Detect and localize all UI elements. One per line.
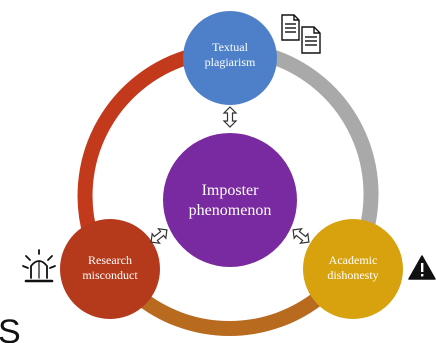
node-textual-plagiarism: Textual plagiarism [183,11,277,105]
node-imposter-phenomenon-line1: Imposter [202,182,260,199]
stray-glyph: S [0,313,21,343]
node-research-misconduct-line2: misconduct [82,268,138,282]
double-arrow-icon [292,228,310,244]
node-textual-plagiarism-line1: Textual [212,40,248,54]
ring-arc-left [77,50,193,245]
ring-arc-right [268,50,379,240]
node-academic-dishonesty: Academic dishonesty [303,219,403,319]
node-textual-plagiarism-line2: plagiarism [205,55,256,69]
node-research-misconduct-line1: Research [88,253,132,267]
warning-icon [408,255,436,280]
node-imposter-phenomenon-line2: phenomenon [189,202,272,219]
node-academic-dishonesty-line2: dishonesty [327,268,378,282]
node-research-misconduct: Research misconduct [60,219,160,319]
documents-icon [281,14,321,54]
alarm-light-icon [22,249,56,283]
double-arrow-icon [222,106,238,128]
node-imposter-phenomenon: Imposter phenomenon [163,133,297,267]
double-arrow-icon [150,228,168,244]
ring-arc-bottom [130,288,329,337]
node-academic-dishonesty-line1: Academic [329,253,378,267]
